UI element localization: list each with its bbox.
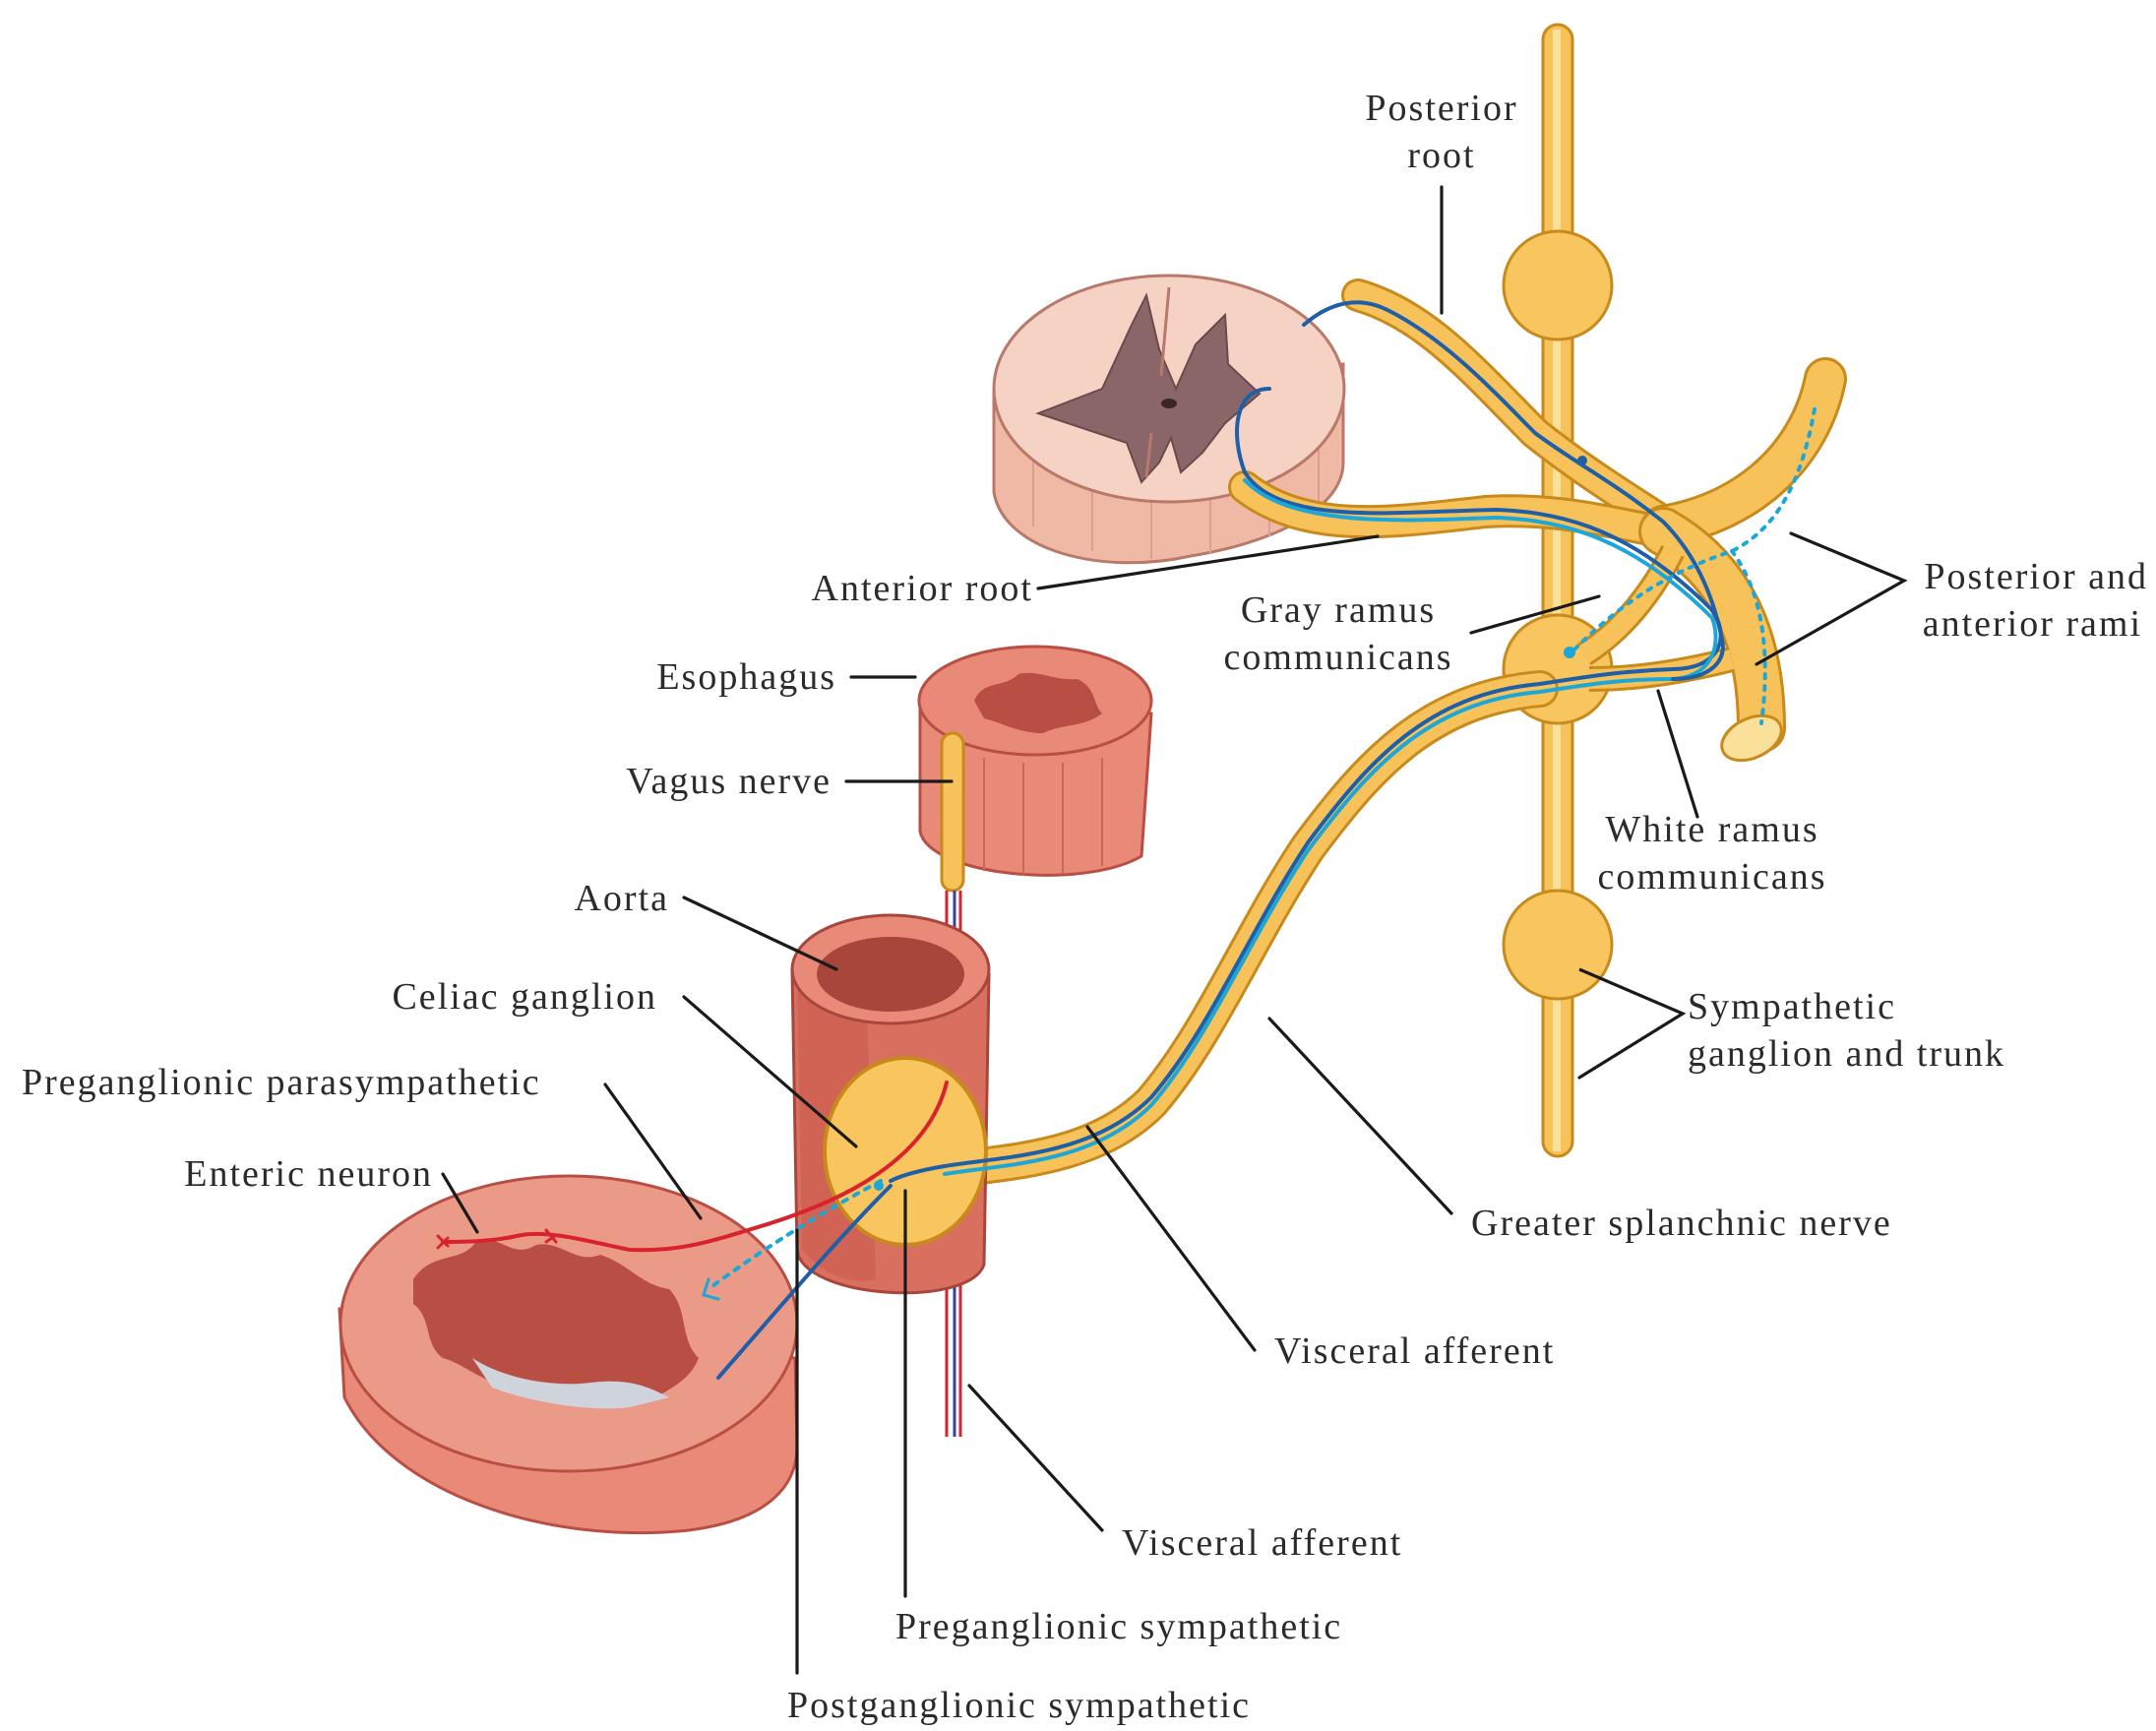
label-vagus-nerve: Vagus nerve <box>626 761 832 802</box>
label-visceral-afferent-lower: Visceral afferent <box>1122 1522 1402 1564</box>
label-greater-splanchnic-nerve: Greater splanchnic nerve <box>1471 1203 1892 1244</box>
label-sympathetic-ganglion-line1: Sympathetic <box>1688 986 1896 1027</box>
leader-visceral-afferent-lower <box>969 1386 1102 1530</box>
leader-posterior-anterior-rami <box>1756 533 1904 664</box>
label-esophagus: Esophagus <box>656 656 836 698</box>
label-gray-ramus-line1: Gray ramus <box>1241 589 1436 631</box>
lower-sympathetic-ganglion <box>1504 891 1612 999</box>
label-white-ramus-line1: White ramus <box>1605 809 1818 850</box>
upper-sympathetic-ganglion <box>1504 231 1612 340</box>
label-preganglionic-sympathetic: Preganglionic sympathetic <box>895 1606 1342 1647</box>
leader-white-ramus <box>1658 691 1697 817</box>
label-posterior-anterior-rami-line2: anterior rami <box>1923 603 2142 645</box>
leader-visceral-afferent-upper <box>1087 1127 1255 1350</box>
label-celiac-ganglion: Celiac ganglion <box>392 976 657 1018</box>
aorta <box>792 915 989 1293</box>
label-white-ramus-line2: communicans <box>1597 856 1826 897</box>
label-visceral-afferent-upper: Visceral afferent <box>1274 1330 1555 1372</box>
sympathetic-trunk <box>1504 25 1612 1156</box>
label-aorta: Aorta <box>574 878 669 919</box>
label-posterior-root-line2: root <box>1407 135 1475 176</box>
intestine-section <box>339 1176 797 1533</box>
label-anterior-root: Anterior root <box>812 568 1033 609</box>
leader-greater-splanchnic-nerve <box>1269 1019 1451 1213</box>
label-preganglionic-parasympathetic: Preganglionic parasympathetic <box>22 1062 541 1103</box>
label-enteric-neuron: Enteric neuron <box>184 1153 433 1195</box>
label-sympathetic-ganglion-line2: ganglion and trunk <box>1688 1033 2005 1075</box>
label-posterior-anterior-rami-line1: Posterior and <box>1924 556 2148 597</box>
label-posterior-root-line1: Posterior <box>1365 88 1517 129</box>
leader-aorta <box>684 897 836 969</box>
label-postganglionic-sympathetic: Postganglionic sympathetic <box>787 1685 1251 1726</box>
label-gray-ramus-line2: communicans <box>1223 637 1452 678</box>
